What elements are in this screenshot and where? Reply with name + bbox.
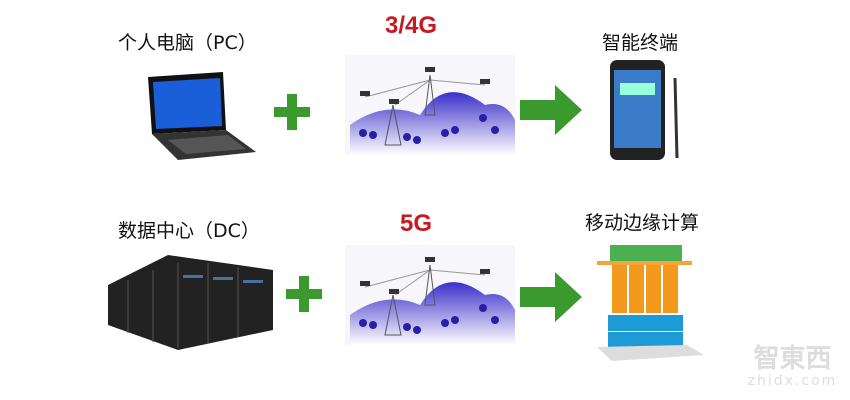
plus-icon [274,94,310,130]
plus-icon [286,276,322,312]
mec-label: 移动边缘计算 [585,212,700,234]
cellular-network-illustration [345,245,515,345]
network-5g-label: 5G [400,210,433,237]
arrow-right-icon [520,85,582,135]
dc-label: 数据中心（DC） [118,220,260,242]
watermark-url: zhidx.com [747,373,838,389]
mec-stack-illustration [597,245,704,361]
arrow-right-icon [520,272,582,322]
smartphone-icon [610,60,679,160]
smart-terminal-label: 智能终端 [602,32,679,54]
laptop-icon [148,72,256,160]
pc-label: 个人电脑（PC） [118,32,257,54]
cellular-network-illustration [345,55,515,155]
watermark-logo: 智東西 [753,344,832,374]
watermark: 智東西 zhidx.com [745,345,840,389]
server-racks-icon [108,255,273,350]
network-3-4g-label: 3/4G [385,12,438,39]
